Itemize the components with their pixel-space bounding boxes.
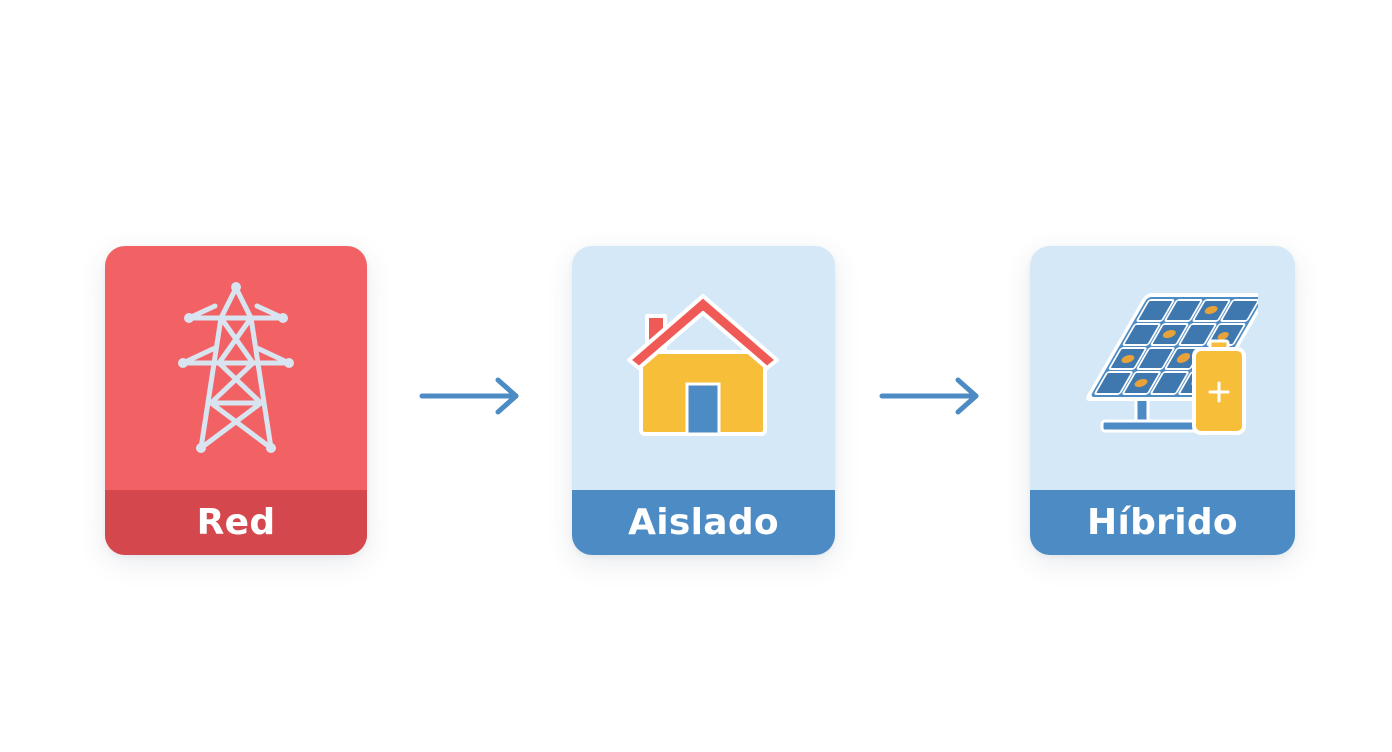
solar-panel-battery-icon xyxy=(1085,293,1258,435)
card-hibrido-icon-area xyxy=(1030,246,1295,490)
arrow-right-icon xyxy=(419,377,519,415)
card-aislado: Aislado xyxy=(572,246,835,555)
card-red: Red xyxy=(105,246,367,555)
arrow-right-icon xyxy=(879,377,979,415)
house-icon xyxy=(626,294,779,436)
card-aislado-label: Aislado xyxy=(572,490,835,555)
card-red-icon-area xyxy=(105,246,367,490)
card-hibrido-label: Híbrido xyxy=(1030,490,1295,555)
card-red-label: Red xyxy=(105,490,367,555)
card-hibrido: Híbrido xyxy=(1030,246,1295,555)
transmission-tower-icon xyxy=(178,282,294,453)
card-aislado-icon-area xyxy=(572,246,835,490)
